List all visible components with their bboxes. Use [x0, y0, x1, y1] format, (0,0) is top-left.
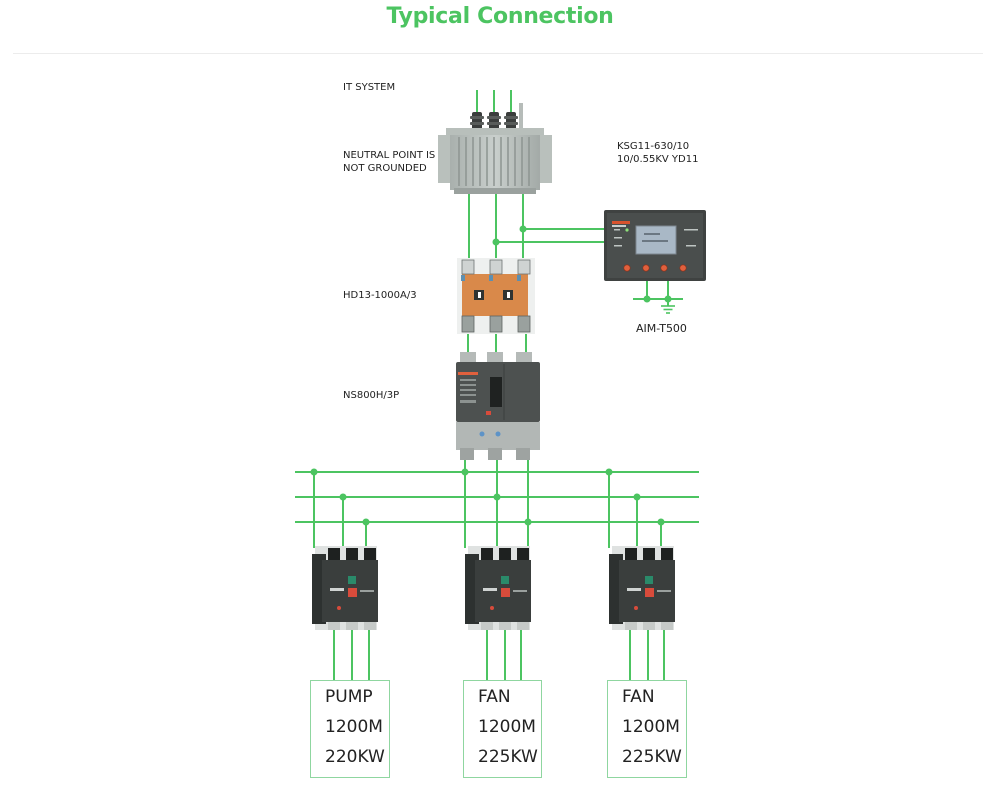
- junction-dot: [362, 518, 370, 526]
- junction-dot: [519, 225, 527, 233]
- neutral-label: NEUTRAL POINT IS NOT GROUNDED: [343, 149, 435, 175]
- system-type-label: IT SYSTEM: [343, 82, 396, 93]
- branch-breaker-icon: [312, 546, 378, 630]
- branch-breaker-icon: [609, 546, 675, 630]
- junction-dot: [664, 295, 672, 303]
- page-title: Typical Connection: [386, 4, 614, 29]
- junction-dot: [605, 468, 613, 476]
- load-cable-length: 1200M: [478, 717, 536, 737]
- transformer-icon: [438, 103, 552, 194]
- title-divider: [13, 53, 983, 54]
- load-name: FAN: [622, 687, 655, 707]
- load-power: 225KW: [478, 747, 538, 767]
- transformer-spec-label: KSG11-630/10 10/0.55KV YD11: [617, 140, 698, 166]
- knife-switch-icon: [457, 258, 535, 334]
- load-box-3: FAN 1200M 225KW: [607, 680, 687, 778]
- disconnect-switch-label: HD13-1000A/3: [343, 290, 417, 301]
- load-name: FAN: [478, 687, 511, 707]
- junction-dot: [461, 468, 469, 476]
- load-power: 220KW: [325, 747, 385, 767]
- load-box-1: PUMP 1200M 220KW: [310, 680, 390, 778]
- junctions: [310, 225, 672, 526]
- junction-dot: [492, 238, 500, 246]
- main-breaker-label: NS800H/3P: [343, 390, 400, 401]
- junction-dot: [524, 518, 532, 526]
- transformer-spec-line-2: 10/0.55KV YD11: [617, 154, 699, 165]
- junction-dot: [493, 493, 501, 501]
- load-power: 225KW: [622, 747, 682, 767]
- junction-dot: [657, 518, 665, 526]
- load-box-2: FAN 1200M 225KW: [463, 680, 542, 778]
- ground-icon: [661, 305, 675, 314]
- insulation-monitor-icon: [604, 210, 706, 281]
- transformer-spec-line-1: KSG11-630/10: [617, 141, 690, 152]
- load-name: PUMP: [325, 687, 373, 707]
- molded-case-breaker-icon: [456, 352, 540, 460]
- neutral-label-line-2: NOT GROUNDED: [343, 163, 427, 174]
- load-cable-length: 1200M: [622, 717, 680, 737]
- neutral-label-line-1: NEUTRAL POINT IS: [343, 150, 436, 161]
- junction-dot: [633, 493, 641, 501]
- branch-breaker-icon: [465, 546, 531, 630]
- wires: [295, 90, 699, 680]
- junction-dot: [339, 493, 347, 501]
- monitor-model-label: AIM-T500: [636, 322, 687, 335]
- branch-breakers: [312, 546, 675, 630]
- load-cable-length: 1200M: [325, 717, 383, 737]
- junction-dot: [643, 295, 651, 303]
- junction-dot: [310, 468, 318, 476]
